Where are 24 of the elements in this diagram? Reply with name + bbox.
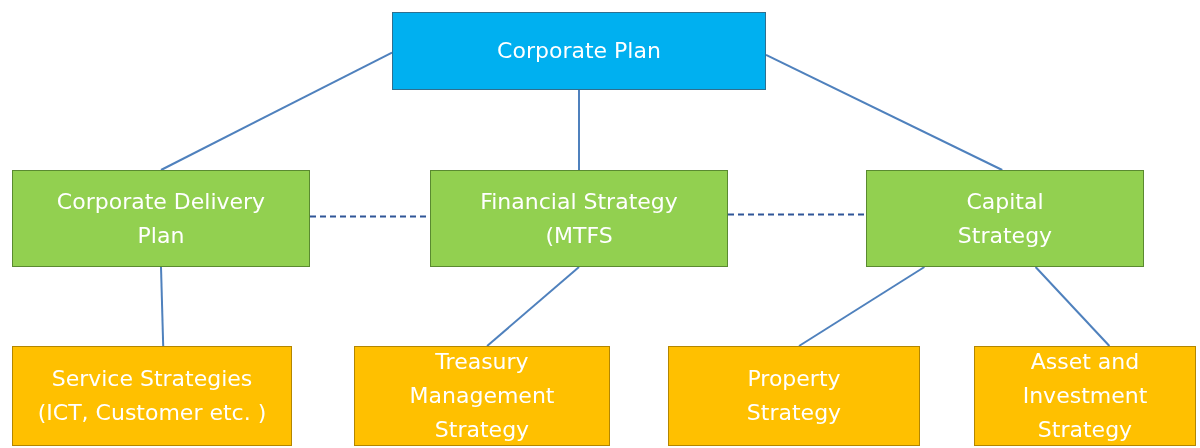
strategy-box xyxy=(12,346,292,446)
box-label: Corporate Plan xyxy=(497,37,661,65)
connector-line xyxy=(798,266,926,347)
box-label: Service Strategies (ICT, Customer etc. ) xyxy=(36,365,268,427)
box-label: Capital Strategy xyxy=(956,187,1054,250)
connector-line xyxy=(578,89,580,171)
box-label: Asset and Investment Strategy xyxy=(1021,348,1149,444)
strategy-box xyxy=(12,170,310,267)
connector-line xyxy=(160,266,165,347)
plan-box xyxy=(392,12,766,90)
strategy-box xyxy=(974,346,1196,446)
box-label: Treasury Management Strategy xyxy=(408,348,556,444)
dashed-connector xyxy=(727,213,867,216)
box-label: Property Strategy xyxy=(745,365,843,427)
connector-line xyxy=(1034,266,1111,347)
strategy-box xyxy=(668,346,920,446)
strategy-box xyxy=(354,346,610,446)
connector-line xyxy=(486,266,580,347)
box-label: Corporate Delivery Plan xyxy=(55,187,267,250)
connector-line xyxy=(765,53,1004,171)
connector-line xyxy=(160,51,393,171)
strategy-box xyxy=(866,170,1144,267)
box-label: Financial Strategy (MTFS xyxy=(479,187,679,250)
strategy-box xyxy=(430,170,728,267)
